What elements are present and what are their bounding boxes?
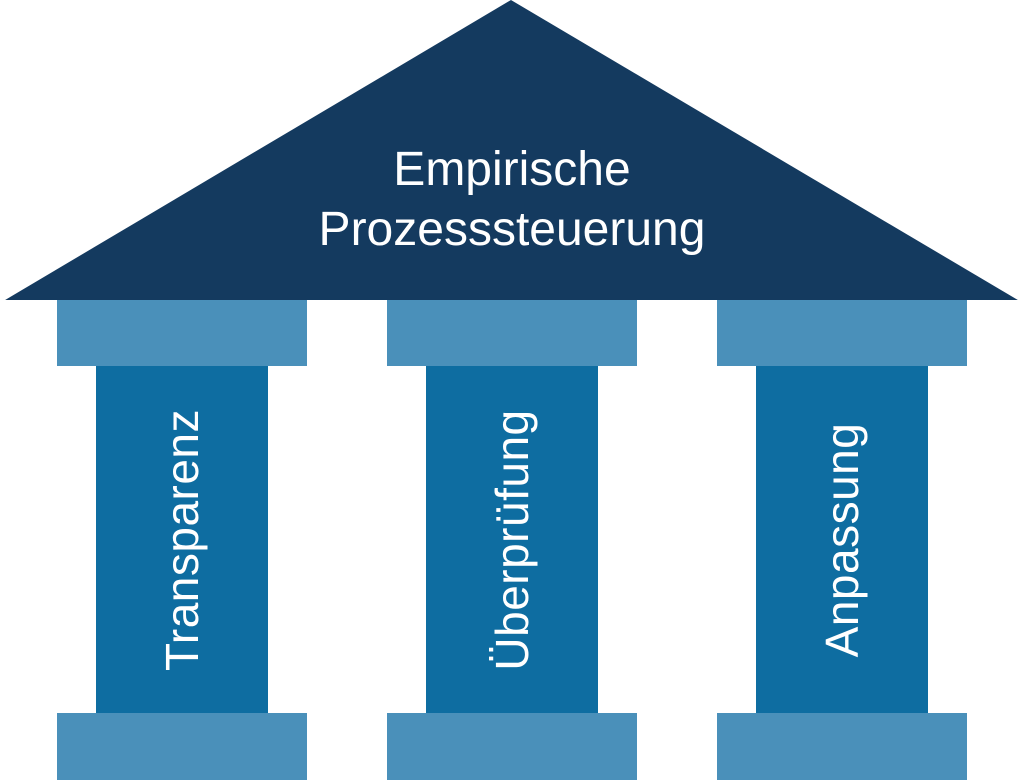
pillar-ueberpruefung: Überprüfung: [387, 300, 637, 780]
pillar-capital: [387, 300, 637, 366]
pillar-base: [717, 713, 967, 780]
pillar-capital: [57, 300, 307, 366]
pillar-label: Anpassung: [816, 422, 868, 657]
pillar-label: Transparenz: [156, 408, 208, 671]
pillar-shaft: Anpassung: [756, 366, 928, 713]
pillar-base: [387, 713, 637, 780]
pillar-label: Überprüfung: [486, 408, 538, 671]
roof-triangle: Empirische Prozesssteuerung: [5, 0, 1018, 300]
pillar-capital: [717, 300, 967, 366]
pillar-anpassung: Anpassung: [717, 300, 967, 780]
pillar-transparenz: Transparenz: [57, 300, 307, 780]
diagram-title: Empirische Prozesssteuerung: [318, 143, 706, 256]
pillar-shaft: Überprüfung: [426, 366, 598, 713]
pillar-shaft: Transparenz: [96, 366, 268, 713]
pillar-base: [57, 713, 307, 780]
